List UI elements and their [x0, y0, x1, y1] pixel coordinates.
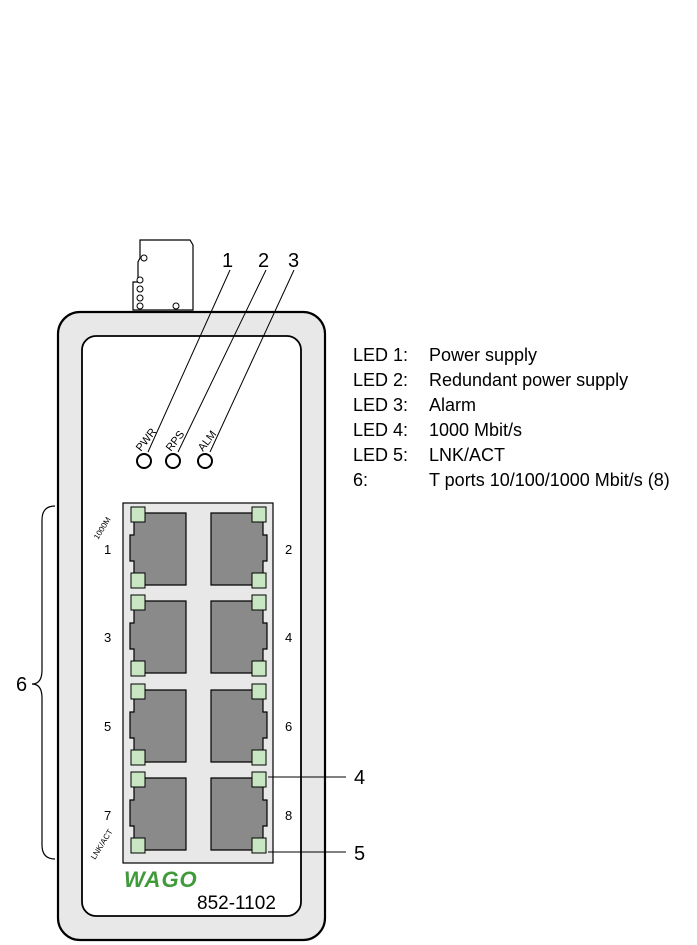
legend-row: LED 2: Redundant power supply — [353, 368, 670, 393]
ethernet-port — [129, 594, 187, 677]
port-number-6: 6 — [285, 719, 292, 734]
alm-led — [197, 453, 213, 469]
port-jack — [129, 777, 187, 851]
legend-value: 1000 Mbit/s — [429, 420, 523, 440]
legend-key: LED 1: — [353, 345, 409, 365]
model-number: 852-1102 — [197, 893, 276, 914]
speed-led — [130, 506, 146, 523]
link-led — [251, 749, 267, 766]
ports-layer — [129, 506, 268, 854]
speed-led — [130, 594, 146, 611]
led-legend: LED 1: Power supply LED 2: Redundant pow… — [353, 343, 670, 493]
port-number-7: 7 — [104, 808, 111, 823]
callout-2: 2 — [258, 250, 269, 272]
ethernet-port — [129, 683, 187, 766]
link-led — [130, 837, 146, 854]
port-number-2: 2 — [285, 542, 292, 557]
ethernet-port — [210, 683, 268, 766]
speed-led — [251, 683, 267, 700]
legend-row: LED 1: Power supply — [353, 343, 670, 368]
callout-5: 5 — [354, 843, 365, 865]
link-led — [130, 572, 146, 589]
legend-key: LED 3: — [353, 395, 409, 415]
port-number-5: 5 — [104, 719, 111, 734]
speed-led — [251, 594, 267, 611]
legend-row: LED 3: Alarm — [353, 393, 670, 418]
callout-3: 3 — [288, 250, 299, 272]
wago-logo: WAGO — [124, 867, 198, 892]
speed-led — [251, 506, 267, 523]
legend-value: Redundant power supply — [429, 370, 629, 390]
speed-led — [130, 683, 146, 700]
callout-6: 6 — [16, 674, 27, 696]
port-jack — [129, 600, 187, 674]
legend-row: 6: T ports 10/100/1000 Mbit/s (8) — [353, 468, 670, 493]
port-number-1: 1 — [104, 542, 111, 557]
port-number-3: 3 — [104, 630, 111, 645]
legend-key: 6: — [353, 470, 369, 490]
speed-led — [130, 771, 146, 788]
legend-value: Power supply — [429, 345, 538, 365]
legend-value: LNK/ACT — [429, 445, 506, 465]
port-number-4: 4 — [285, 630, 292, 645]
link-led — [130, 749, 146, 766]
legend-key: LED 5: — [353, 445, 409, 465]
pwr-led — [136, 453, 152, 469]
legend-value: T ports 10/100/1000 Mbit/s (8) — [429, 470, 670, 490]
ethernet-port — [129, 506, 187, 589]
link-led — [251, 660, 267, 677]
link-led — [251, 572, 267, 589]
ethernet-port — [210, 594, 268, 677]
status-led-group: PWR RPS ALM — [134, 426, 219, 469]
ports-brace — [31, 505, 56, 860]
ethernet-port — [210, 771, 268, 854]
callout-1: 1 — [222, 250, 233, 272]
legend-key: LED 4: — [353, 420, 409, 440]
wago-logo-text: WAGO — [124, 867, 198, 892]
link-led — [251, 837, 267, 854]
ethernet-port — [210, 506, 268, 589]
speed-led — [251, 771, 267, 788]
din-rail-clip — [132, 239, 194, 311]
port-jack — [129, 689, 187, 763]
rps-led — [165, 453, 181, 469]
callout-4: 4 — [354, 767, 365, 789]
led-leader-lines — [147, 269, 295, 453]
port-jack — [129, 512, 187, 586]
link-led — [130, 660, 146, 677]
legend-key: LED 2: — [353, 370, 409, 390]
ethernet-port — [129, 771, 187, 854]
legend-row: LED 5: LNK/ACT — [353, 443, 670, 468]
legend-value: Alarm — [429, 395, 477, 415]
legend-row: LED 4: 1000 Mbit/s — [353, 418, 670, 443]
port-number-8: 8 — [285, 808, 292, 823]
